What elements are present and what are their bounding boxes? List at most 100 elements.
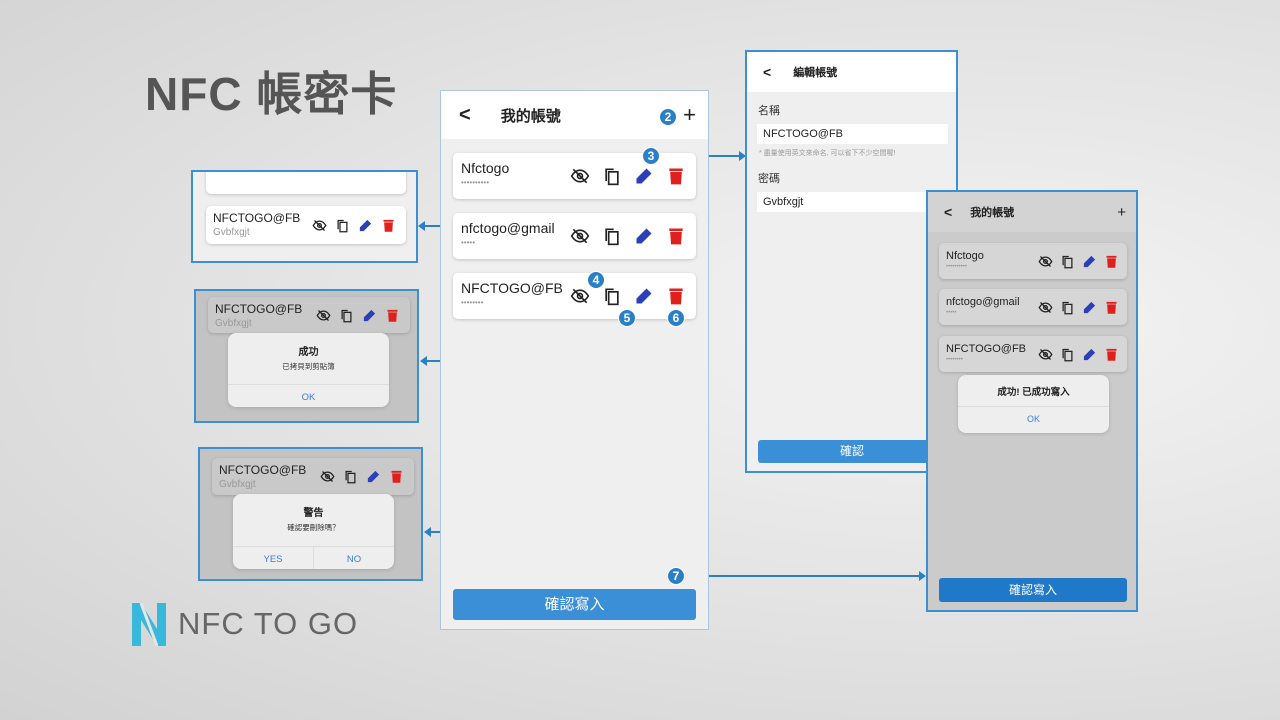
write-success-screen: < 我的帳號 + 成功! 已成功寫入 OK 確認寫入 Nfctogo••••••…: [926, 190, 1138, 612]
name-label: 名稱: [758, 105, 780, 117]
edit-icon[interactable]: [1082, 347, 1097, 362]
edit-icon[interactable]: [634, 286, 654, 306]
account-name: Nfctogo: [461, 160, 510, 176]
toggle-visibility-icon[interactable]: [570, 226, 590, 246]
edit-icon[interactable]: [634, 166, 654, 186]
account-name: NFCTOGO@FB: [215, 302, 303, 316]
toggle-visibility-icon[interactable]: [320, 469, 335, 484]
account-card: Nfctogo ••••••••••: [453, 153, 696, 199]
account-card: nfctogo@gmail •••••: [453, 213, 696, 259]
account-card: nfctogo@gmail •••••: [939, 289, 1127, 325]
password-input[interactable]: [757, 192, 948, 212]
account-card-partial: [206, 172, 406, 194]
delete-icon[interactable]: [1104, 347, 1119, 362]
password-label: 密碼: [758, 173, 780, 185]
account-name: nfctogo@gmail: [946, 296, 1020, 308]
dialog-message: 確認要刪除嗎？: [287, 523, 340, 532]
page-title: NFC 帳密卡: [145, 68, 398, 120]
edit-icon[interactable]: [1082, 300, 1097, 315]
name-input[interactable]: [757, 124, 948, 144]
account-name: NFCTOGO@FB: [461, 280, 563, 296]
edit-icon[interactable]: [362, 308, 377, 323]
copy-icon[interactable]: [602, 166, 622, 186]
dialog-title: 成功: [298, 347, 319, 358]
step-6-badge: 6: [667, 309, 685, 327]
account-card: NFCTOGO@FB ••••••••: [453, 273, 696, 319]
account-password: ••••••••••: [946, 264, 968, 270]
dialog-title: 警告: [303, 508, 324, 519]
copy-icon[interactable]: [1060, 347, 1075, 362]
delete-confirm-dialog: 警告 確認要刪除嗎？ YES NO: [233, 494, 394, 569]
account-name: Nfctogo: [946, 250, 984, 262]
copy-icon[interactable]: [339, 308, 354, 323]
toggle-visibility-icon[interactable]: [570, 286, 590, 306]
account-password: ••••••••: [461, 298, 484, 307]
delete-icon[interactable]: [1104, 254, 1119, 269]
confirm-write-button[interactable]: 確認寫入: [939, 578, 1127, 602]
copy-icon[interactable]: [1060, 300, 1075, 315]
copy-icon[interactable]: [602, 226, 622, 246]
delete-icon[interactable]: [385, 308, 400, 323]
screen-title: 我的帳號: [500, 107, 561, 125]
write-success-dialog: 成功! 已成功寫入 OK: [958, 375, 1109, 433]
main-account-screen: < 我的帳號 + 確認寫入 Nfctogo •••••••••• nfctogo@g…: [440, 90, 709, 630]
back-button[interactable]: <: [944, 204, 953, 220]
back-button[interactable]: <: [459, 103, 471, 126]
no-button[interactable]: NO: [346, 554, 362, 565]
edit-icon[interactable]: [634, 226, 654, 246]
logo-text: NFC TO GO: [178, 606, 359, 641]
delete-icon[interactable]: [1104, 300, 1119, 315]
screen-title: 我的帳號: [970, 207, 1015, 219]
account-name: NFCTOGO@FB: [219, 463, 307, 477]
account-password: ••••••••••: [461, 178, 490, 187]
delete-icon[interactable]: [666, 286, 686, 306]
account-password: •••••: [461, 238, 476, 247]
account-name: NFCTOGO@FB: [213, 211, 301, 225]
toggle-visibility-icon[interactable]: [1038, 254, 1053, 269]
ok-button[interactable]: OK: [958, 406, 1109, 431]
account-name: NFCTOGO@FB: [946, 343, 1027, 355]
copy-icon[interactable]: [335, 218, 350, 233]
confirm-button[interactable]: 確認: [758, 440, 946, 463]
nfc-to-go-logo-icon: [132, 603, 166, 646]
screen-title: 編輯帳號: [793, 67, 838, 79]
step-2-badge: 2: [659, 108, 677, 126]
toggle-visibility-icon[interactable]: [1038, 347, 1053, 362]
copy-icon[interactable]: [343, 469, 358, 484]
copy-example: 成功 已拷貝到剪貼簿 OK NFCTOGO@FB Gvbfxgjt: [194, 289, 419, 423]
account-name: nfctogo@gmail: [461, 220, 555, 236]
delete-icon[interactable]: [666, 166, 686, 186]
dialog-message: 已拷貝到剪貼簿: [282, 362, 335, 371]
delete-icon[interactable]: [381, 218, 396, 233]
copy-icon[interactable]: [602, 286, 622, 306]
edit-icon[interactable]: [1082, 254, 1097, 269]
account-card: NFCTOGO@FB••••••••: [939, 336, 1127, 372]
account-password: Gvbfxgjt: [215, 318, 252, 329]
delete-icon[interactable]: [666, 226, 686, 246]
account-card: NFCTOGO@FB Gvbfxgjt: [208, 297, 410, 333]
add-account-button[interactable]: +: [683, 102, 696, 127]
name-hint: * 盡量使用英文來命名, 可以省下不少空間喔!: [759, 150, 896, 157]
toggle-visibility-icon[interactable]: [1038, 300, 1053, 315]
edit-icon[interactable]: [358, 218, 373, 233]
step-5-badge: 5: [618, 309, 636, 327]
account-password: •••••: [946, 310, 957, 316]
toggle-visibility-icon[interactable]: [316, 308, 331, 323]
copy-icon[interactable]: [1060, 254, 1075, 269]
confirm-write-button[interactable]: 確認寫入: [453, 589, 696, 620]
toggle-visibility-icon[interactable]: [312, 218, 327, 233]
step-3-badge: 3: [642, 147, 660, 165]
back-button[interactable]: <: [763, 64, 772, 80]
add-account-button[interactable]: +: [1117, 203, 1126, 221]
copy-success-dialog: 成功 已拷貝到剪貼簿 OK: [228, 333, 389, 407]
delete-icon[interactable]: [389, 469, 404, 484]
account-password: Gvbfxgjt: [219, 479, 256, 490]
ok-button[interactable]: OK: [228, 384, 389, 407]
dialog-message: 成功! 已成功寫入: [997, 387, 1070, 398]
edit-icon[interactable]: [366, 469, 381, 484]
account-card: NFCTOGO@FB Gvbfxgjt: [212, 458, 414, 495]
yes-button[interactable]: YES: [233, 547, 314, 569]
toggle-visibility-icon[interactable]: [570, 166, 590, 186]
